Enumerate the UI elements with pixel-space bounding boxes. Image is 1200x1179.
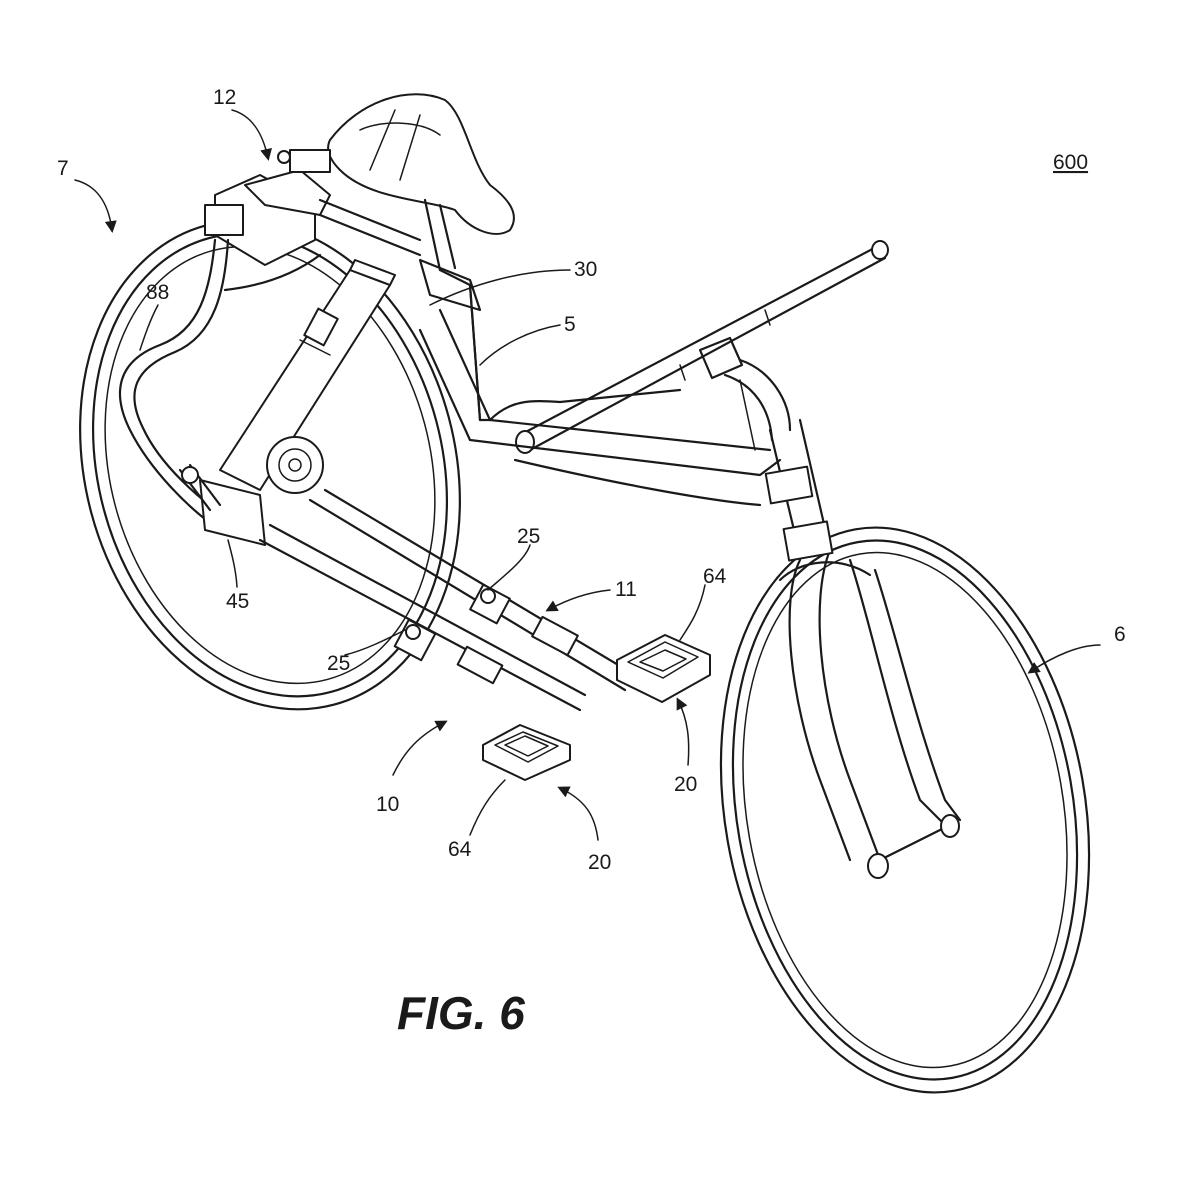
head-tube <box>723 358 834 562</box>
pedal-left <box>482 724 571 781</box>
label-64-right: 64 <box>703 565 727 588</box>
label-20-left: 20 <box>588 851 611 874</box>
drive-hub <box>178 436 324 546</box>
label-6: 6 <box>1114 623 1126 646</box>
battery-pack <box>219 259 396 491</box>
label-11: 11 <box>615 578 637 601</box>
label-10: 10 <box>376 793 399 816</box>
label-64-left: 64 <box>448 838 472 861</box>
crank-arm-left <box>258 523 587 712</box>
label-12: 12 <box>213 86 236 109</box>
label-7: 7 <box>57 157 69 180</box>
label-88: 88 <box>146 281 169 304</box>
front-fork <box>778 548 962 879</box>
label-25-top: 25 <box>517 525 540 548</box>
controller-unit <box>204 149 422 266</box>
handlebar <box>515 240 889 454</box>
figure-reference-number: 600 <box>1053 151 1088 174</box>
frame <box>418 258 782 507</box>
leader-lines <box>74 109 1101 841</box>
pedal-right <box>616 634 711 703</box>
label-45: 45 <box>226 590 249 613</box>
label-25-bottom: 25 <box>327 652 350 675</box>
crank-arm-right <box>308 488 637 692</box>
label-30: 30 <box>574 258 597 281</box>
figure-caption: FIG. 6 <box>397 987 525 1039</box>
label-5: 5 <box>564 313 576 336</box>
label-20-right: 20 <box>674 773 697 796</box>
front-wheel <box>719 526 1091 1094</box>
hydraulic-hose <box>118 238 322 532</box>
seat <box>327 93 515 272</box>
